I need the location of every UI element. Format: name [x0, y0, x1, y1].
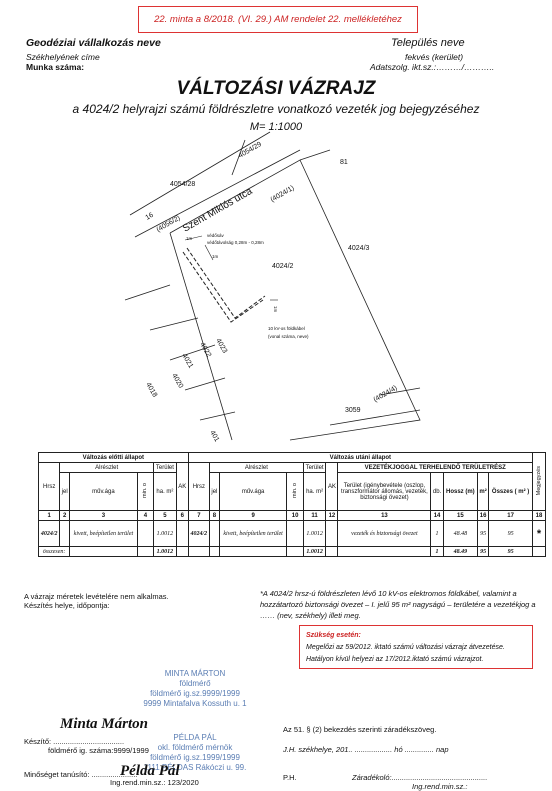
svg-text:(vonal száma, neve): (vonal száma, neve) — [268, 334, 309, 339]
svg-text:81: 81 — [340, 159, 348, 166]
surveyor-id: földmérő ig. száma:9999/1999 — [48, 746, 149, 755]
certifier-stamp: PÉLDA PÁL okl. földmérő mérnök földmérő … — [143, 733, 247, 772]
conditional-note-line: Megelőzi az 59/2012. iktató számú változ… — [306, 644, 505, 651]
conditional-note-title: Szükség esetén: — [306, 632, 361, 639]
company-seat: Székhelyének címe — [26, 52, 100, 62]
svg-text:10 kV-os földkábel: 10 kV-os földkábel — [268, 326, 305, 331]
certifier-signature: Példa Pál — [120, 763, 180, 779]
svg-text:4024/2: 4024/2 — [272, 263, 294, 270]
before-header: Változás előtti állapot — [38, 452, 189, 463]
certifier-id: Ing.rend.min.sz.: 123/2020 — [110, 778, 199, 787]
footnote: *A 4024/2 hrsz-ú földrészleten lévő 10 k… — [260, 589, 536, 620]
svg-text:4054/28: 4054/28 — [170, 181, 195, 188]
svg-text:4020: 4020 — [170, 373, 184, 390]
table-row: 4024/2 kivett, beépítetlen terület 1.001… — [37, 520, 546, 547]
prepared-by: Készítő: ...............................… — [24, 737, 125, 746]
encumbrance-header: VEZETÉKJOGGAL TERHELENDŐ TERÜLETRÉSZ — [337, 462, 533, 473]
page-title: VÁLTOZÁSI VÁZRAJZ — [176, 78, 376, 99]
conditional-note-line: Hatályon kívül helyezi az 17/2012.iktató… — [306, 656, 484, 663]
clause-text: Az 51. § (2) bekezdés szerinti záradéksz… — [283, 725, 437, 734]
conditional-note-box: Szükség esetén: Megelőzi az 59/2012. ikt… — [299, 625, 533, 669]
svg-text:védőtávolság 0,28m - 0,28m: védőtávolság 0,28m - 0,28m — [207, 240, 264, 245]
svg-text:4021: 4021 — [180, 353, 194, 370]
quality-certifier: Minőséget tanúsító: ....................… — [24, 770, 138, 779]
seal-placeholder: P.H. — [283, 773, 297, 782]
svg-text:1m: 1m — [186, 236, 193, 241]
clause-date: J.H. székhelye, 201.. ..................… — [283, 745, 449, 754]
svg-text:1m: 1m — [212, 254, 219, 259]
job-number: Munka száma: — [26, 62, 85, 72]
svg-text:1m: 1m — [273, 306, 278, 313]
svg-text:4018: 4018 — [144, 382, 158, 399]
surveyor-signature: Minta Márton — [60, 716, 148, 732]
after-header: Változás utáni állapot — [187, 452, 534, 463]
svg-text:4023: 4023 — [214, 338, 228, 355]
svg-text:3059: 3059 — [345, 407, 361, 414]
svg-text:401: 401 — [208, 430, 220, 444]
district: fekvés (kerület) — [405, 52, 464, 62]
sum-row: összesen: 1.0012 1.0012 1 48.49 95 95 — [37, 546, 546, 557]
clause-signer: Záradékoló:.............................… — [352, 773, 488, 782]
filing-number: Adatszolg. ikt.sz.:………/……….. — [370, 62, 495, 72]
map-scale: M= 1:1000 — [249, 121, 303, 133]
settlement-name: Település neve — [391, 37, 465, 49]
change-table: Változás előtti állapot Változás utáni á… — [37, 452, 546, 557]
svg-text:(4024/1): (4024/1) — [270, 185, 296, 204]
surveyor-stamp: MINTA MÁRTON földmérő földmérő ig.sz.999… — [143, 669, 247, 708]
decree-reference: 22. minta a 8/2018. (VI. 29.) AM rendele… — [138, 6, 418, 33]
remarks-header: Megjegyzés — [536, 465, 542, 496]
company-name: Geodéziai vállalkozás neve — [26, 37, 161, 49]
svg-text:16: 16 — [145, 212, 155, 222]
disclaimer: A vázrajz méretek levételére nem alkalma… — [24, 592, 169, 601]
parcel-map: 4054/29 4054/28 81 (4024/1) (4056/2) 16 … — [124, 131, 421, 444]
svg-text:(4024/4): (4024/4) — [373, 385, 399, 404]
page-subtitle: a 4024/2 helyrajzi számú földrészletre v… — [72, 102, 480, 116]
svg-text:4024/3: 4024/3 — [348, 245, 370, 252]
place-date: Készítés helye, időpontja: — [24, 601, 110, 610]
svg-text:védősáv: védősáv — [207, 233, 225, 238]
